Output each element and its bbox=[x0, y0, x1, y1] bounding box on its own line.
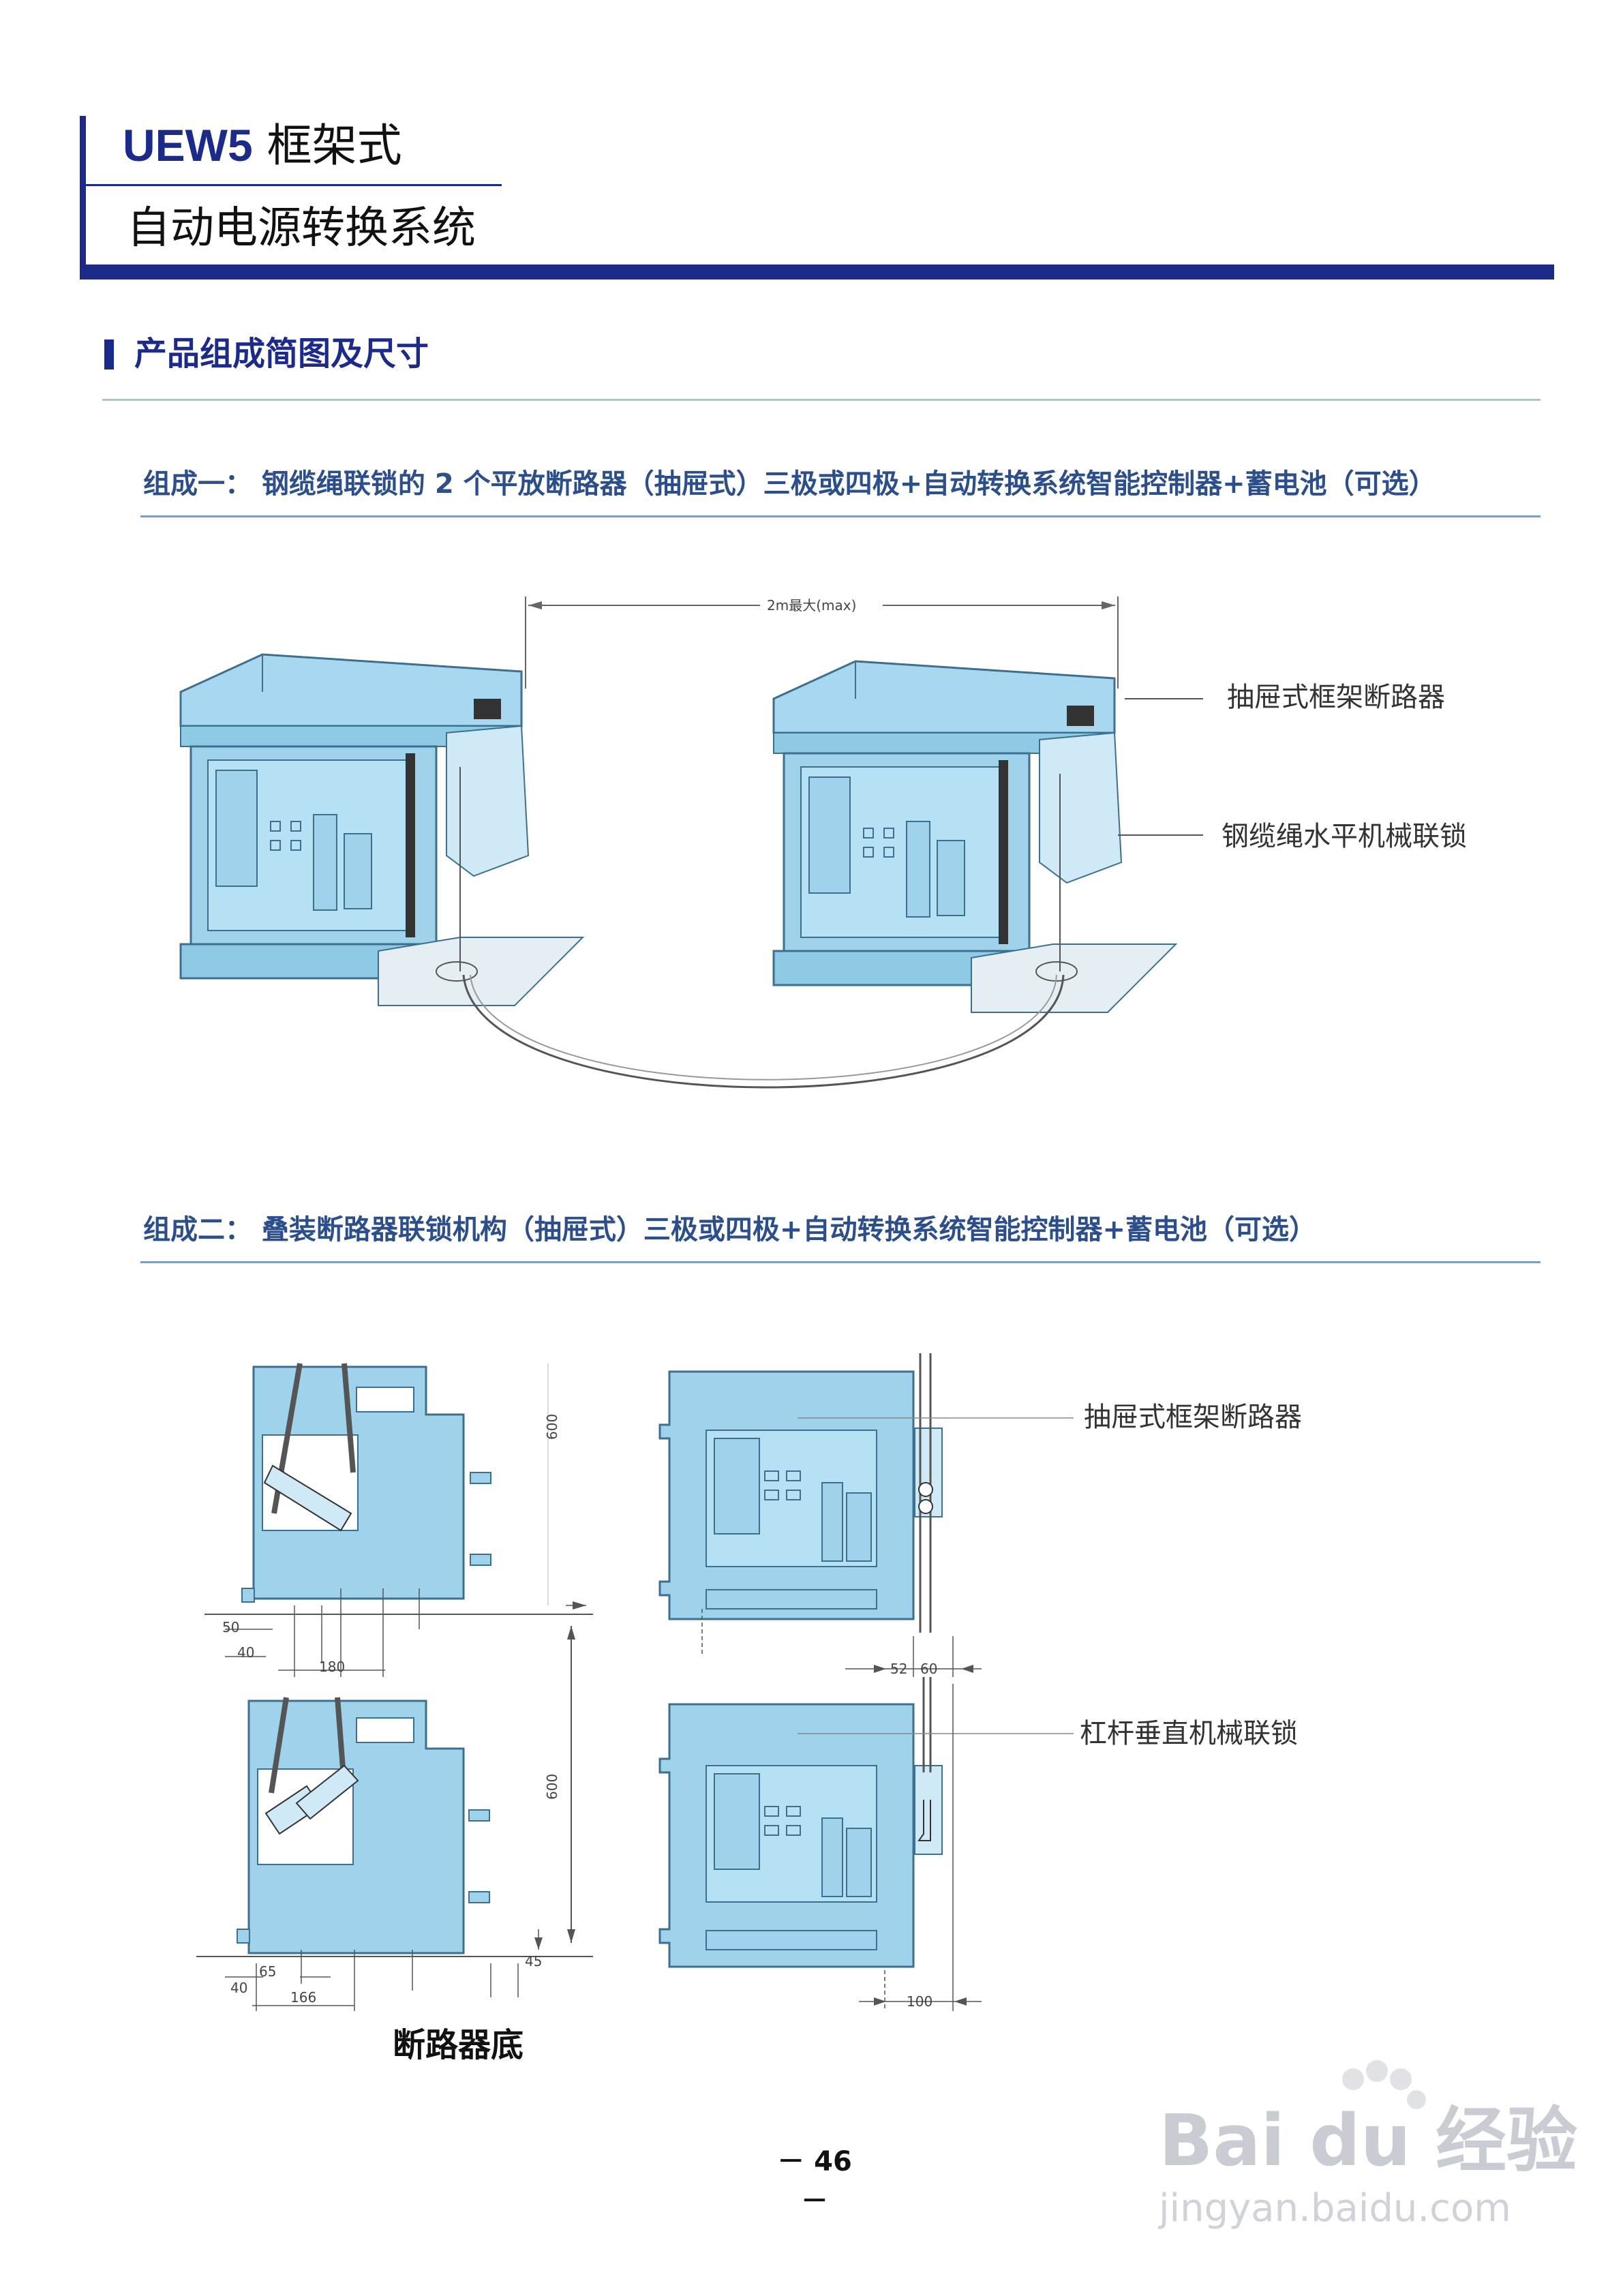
header-title: UEW5 框架式 bbox=[123, 115, 402, 177]
header-rule bbox=[80, 265, 1554, 280]
watermark-url: jingyan.baidu.com bbox=[1159, 2186, 1511, 2231]
dim-40-upper: 40 bbox=[237, 1644, 255, 1661]
breaker-base-label: 断路器底 bbox=[393, 2026, 524, 2064]
composition1-callout-breaker: 抽屉式框架断路器 bbox=[1227, 682, 1445, 713]
composition2-callout-interlock: 杠杆垂直机械联锁 bbox=[1080, 1718, 1298, 1749]
dim-60: 60 bbox=[920, 1661, 938, 1677]
dim-top-height: 600 bbox=[544, 1413, 560, 1440]
header-accent-bar bbox=[80, 116, 86, 265]
dim-bottom-height: 600 bbox=[544, 1773, 560, 1800]
header-title-suffix: 框架式 bbox=[252, 119, 402, 172]
breaker-drawing-left bbox=[179, 653, 585, 1006]
page-number: － 46 － bbox=[777, 2146, 852, 2217]
dim-40-lower: 40 bbox=[230, 1980, 248, 1996]
dim-52: 52 bbox=[890, 1661, 908, 1677]
dim-45: 45 bbox=[525, 1953, 543, 1969]
dim-50: 50 bbox=[222, 1619, 240, 1635]
section-marker bbox=[104, 339, 114, 369]
composition1-dimension-label: 2m最大(max) bbox=[767, 597, 857, 614]
header-divider bbox=[86, 184, 502, 186]
dim-180: 180 bbox=[319, 1659, 346, 1675]
dim-166: 166 bbox=[290, 1989, 317, 2006]
watermark-brand: Bai du 经验 bbox=[1159, 2099, 1577, 2182]
breaker-drawing-right bbox=[772, 660, 1178, 1013]
composition2-callout-breaker: 抽屉式框架断路器 bbox=[1084, 1402, 1302, 1433]
dim-100: 100 bbox=[907, 1993, 933, 2010]
section-rule bbox=[102, 399, 1541, 401]
composition1-callout-interlock: 钢缆绳水平机械联锁 bbox=[1222, 821, 1467, 852]
composition2-rule bbox=[140, 1261, 1541, 1263]
composition1-rule bbox=[140, 515, 1541, 517]
section-title: 产品组成简图及尺寸 bbox=[134, 335, 429, 373]
header-brand: UEW5 bbox=[123, 120, 253, 170]
composition1-title: 组成一： 钢缆绳联锁的 2 个平放断路器（抽屉式）三极或四极+自动转换系统智能控… bbox=[143, 468, 1436, 500]
composition2-title: 组成二： 叠装断路器联锁机构（抽屉式）三极或四极+自动转换系统智能控制器+蓄电池… bbox=[143, 1214, 1316, 1245]
header-subtitle: 自动电源转换系统 bbox=[127, 203, 476, 254]
dim-65: 65 bbox=[259, 1963, 277, 1980]
baidu-paw-icon bbox=[1342, 2060, 1426, 2109]
